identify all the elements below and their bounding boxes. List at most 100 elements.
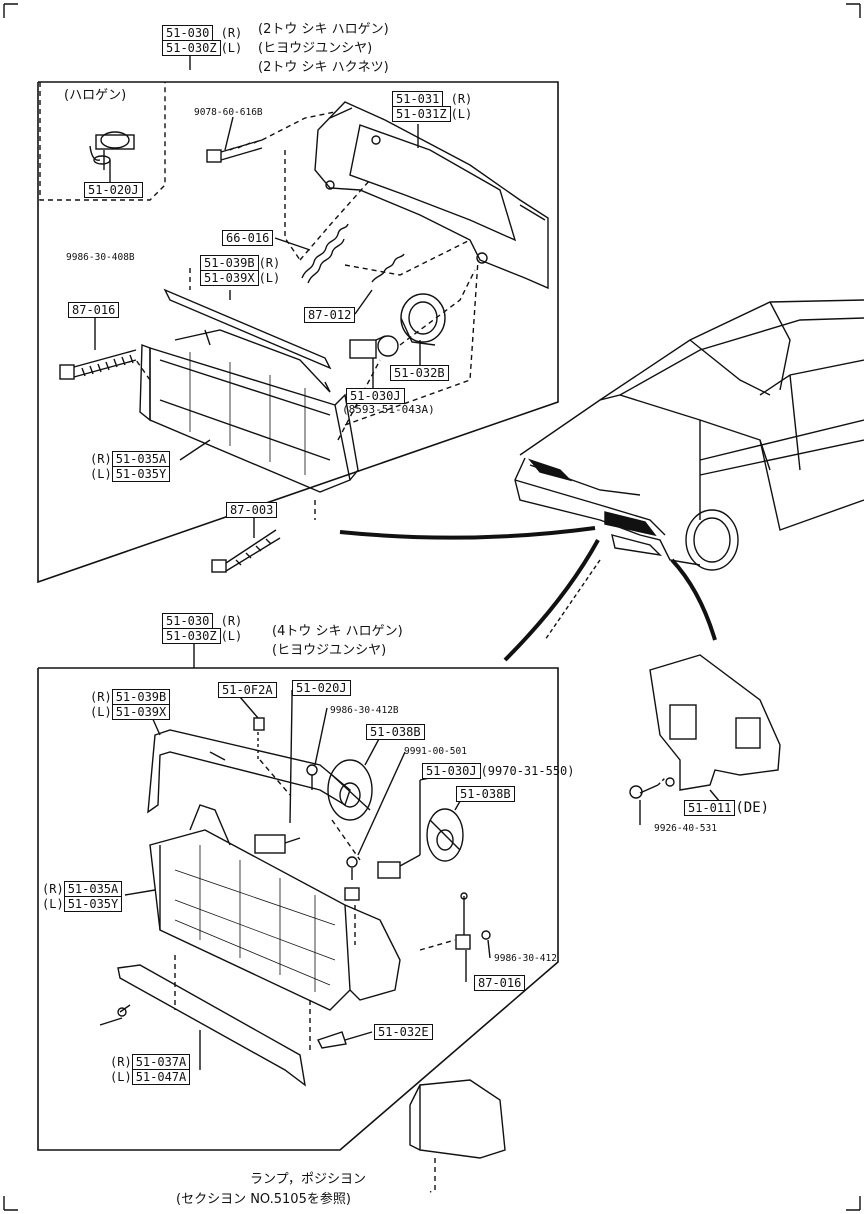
bottom-assembly-label: 51-030 (R) 51-030Z(L) <box>162 613 243 644</box>
bottom-lens-code-l[interactable]: 51-035Y <box>63 896 123 912</box>
corner-mark <box>846 1196 861 1211</box>
side-mark: (L) <box>90 705 112 719</box>
top-bulb2-code[interactable]: 51-030J <box>346 388 405 404</box>
bracket-label: 51-031 (R) 51-031Z(L) <box>392 91 472 122</box>
bottom-cap-upper-drawing <box>327 759 373 821</box>
bulb-drawing <box>349 335 399 359</box>
adjuster-87012-code[interactable]: 87-012 <box>304 307 356 323</box>
bottom-bulb2-row: 51-030J(9970-31-550) <box>422 763 575 779</box>
panel-code-l[interactable]: 51-047A <box>131 1069 191 1085</box>
top-note-1: (2トウ シキ ハロゲン) <box>258 22 389 37</box>
adjuster-screw-drawing <box>59 349 137 380</box>
footer-line-2[interactable]: (セクシヨン NO.5105を参照) <box>176 1192 351 1207</box>
bottom-trim-strip-drawing <box>147 729 351 814</box>
side-mark: (L) <box>258 271 281 285</box>
bottom-adjuster-drawing <box>455 892 491 950</box>
position-lamp-drawing <box>409 1079 506 1193</box>
trim-strip-drawing <box>163 288 332 370</box>
cover-screw-code[interactable]: 9926-40-531 <box>654 823 717 834</box>
cover-screw-drawing <box>629 777 666 825</box>
side-mark: (L) <box>220 629 243 643</box>
side-cover-drawing <box>649 654 781 791</box>
bottom-cap-upper-code[interactable]: 51-038B <box>366 724 425 740</box>
clip-51of2a-code[interactable]: 51-0F2A <box>218 682 277 698</box>
arrow-leader-dashed <box>544 559 601 641</box>
headlamp-lens-top <box>139 329 359 493</box>
top-frame <box>37 81 559 584</box>
screw-412b-drawing <box>306 764 318 790</box>
screw-412-code[interactable]: 9986-30-412 <box>494 953 557 964</box>
top-strip-code-l[interactable]: 51-039X <box>200 270 259 286</box>
bottom-lens-label: (R)51-035A (L)51-035Y <box>42 881 123 912</box>
halogen-bulb-drawing <box>89 131 135 182</box>
screw-87003-code[interactable]: 87-003 <box>226 502 278 518</box>
top-assembly-label: 51-030 (R) 51-030Z(L) <box>162 25 243 56</box>
bottom-bulb2-code[interactable]: 51-030J <box>422 763 481 779</box>
boot-51032b-code[interactable]: 51-032B <box>390 365 449 381</box>
bottom-assembly-code-l[interactable]: 51-030Z <box>162 628 221 644</box>
screw-9986-408b-code[interactable]: 9986-30-408B <box>66 252 135 263</box>
bottom-strip-code-l[interactable]: 51-039X <box>111 704 171 720</box>
top-lens-label: (R)51-035A (L)51-035Y <box>90 451 171 482</box>
panel-label: (R)51-037A (L)51-047A <box>110 1054 191 1085</box>
side-mark: (R) <box>220 614 243 628</box>
cover-suffix: (DE) <box>735 800 770 816</box>
seal-51032e-code[interactable]: 51-032E <box>374 1024 433 1040</box>
bottom-frame <box>37 667 559 1151</box>
cover-51011-code[interactable]: 51-011 <box>684 800 736 816</box>
spring-66016-code[interactable]: 66-016 <box>222 230 274 246</box>
top-strip-label: 51-039B(R) 51-039X(L) <box>200 255 281 286</box>
adjuster-87016-code[interactable]: 87-016 <box>68 302 120 318</box>
bolt-9078-code[interactable]: 9078-60-616B <box>194 107 263 118</box>
top-bulb-code[interactable]: 51-020J <box>84 182 143 198</box>
bottom-adjuster-code[interactable]: 87-016 <box>474 975 526 991</box>
bottom-bulb-drawing <box>254 699 301 854</box>
top-assembly-code-l[interactable]: 51-030Z <box>162 40 221 56</box>
corner-mark <box>3 1196 18 1211</box>
screw-87003-drawing <box>211 529 281 573</box>
side-mark: (R) <box>258 256 281 270</box>
bracket-code-l[interactable]: 51-031Z <box>392 106 451 122</box>
car-drawing <box>514 299 864 571</box>
halogen-box-title: (ハロゲン) <box>64 88 127 103</box>
bottom-cap-lower-drawing <box>426 808 464 862</box>
screw-9991-code[interactable]: 9991-00-501 <box>404 746 467 757</box>
bottom-bulb-code[interactable]: 51-020J <box>292 680 351 696</box>
label-leaders <box>94 44 726 1070</box>
side-mark: (L) <box>42 897 64 911</box>
bottom-screw-clip-drawing <box>253 717 265 760</box>
side-mark: (R) <box>220 26 243 40</box>
screw-412b-code[interactable]: 9986-30-412B <box>330 705 399 716</box>
cover-label-row: 51-011(DE) <box>684 800 769 816</box>
bolt-drawing <box>206 139 263 163</box>
top-bulb2-alt-code: (8593-51-043A) <box>342 403 435 416</box>
bottom-lens-drawing <box>149 804 401 1011</box>
bottom-lens-code-r[interactable]: 51-035A <box>63 881 123 897</box>
corner-mark <box>3 3 18 18</box>
side-mark: (L) <box>90 467 112 481</box>
bottom-bulb2-alt-code: (9970-31-550) <box>480 764 575 778</box>
top-assembly-code-r[interactable]: 51-030 <box>162 25 214 41</box>
bottom-cap-lower-code[interactable]: 51-038B <box>456 786 515 802</box>
footer-line-1: ランプ，ポジシヨン <box>250 1172 366 1187</box>
top-strip-code-r[interactable]: 51-039B <box>200 255 259 271</box>
bottom-strip-code-r[interactable]: 51-039B <box>111 689 171 705</box>
boot-drawing <box>400 293 446 346</box>
bottom-note-2: (ヒヨウジユンシヤ) <box>272 643 387 658</box>
side-mark: (R) <box>42 882 64 896</box>
spring-87012-drawing <box>371 253 405 283</box>
top-lens-code-r[interactable]: 51-035A <box>111 451 171 467</box>
arrow-to-cover <box>670 558 717 641</box>
panel-code-r[interactable]: 51-037A <box>131 1054 191 1070</box>
bottom-bulb2-drawing <box>377 780 421 879</box>
top-note-3: (2トウ シキ ハクネツ) <box>258 60 389 75</box>
bottom-assembly-code-r[interactable]: 51-030 <box>162 613 214 629</box>
mounting-bracket-drawing <box>314 101 549 290</box>
bottom-leader-lines <box>174 759 456 1050</box>
spring-drawing <box>301 223 349 284</box>
bracket-code-r[interactable]: 51-031 <box>392 91 444 107</box>
side-mark: (L) <box>220 41 243 55</box>
top-lens-code-l[interactable]: 51-035Y <box>111 466 171 482</box>
arrow-to-bottom <box>503 539 600 662</box>
